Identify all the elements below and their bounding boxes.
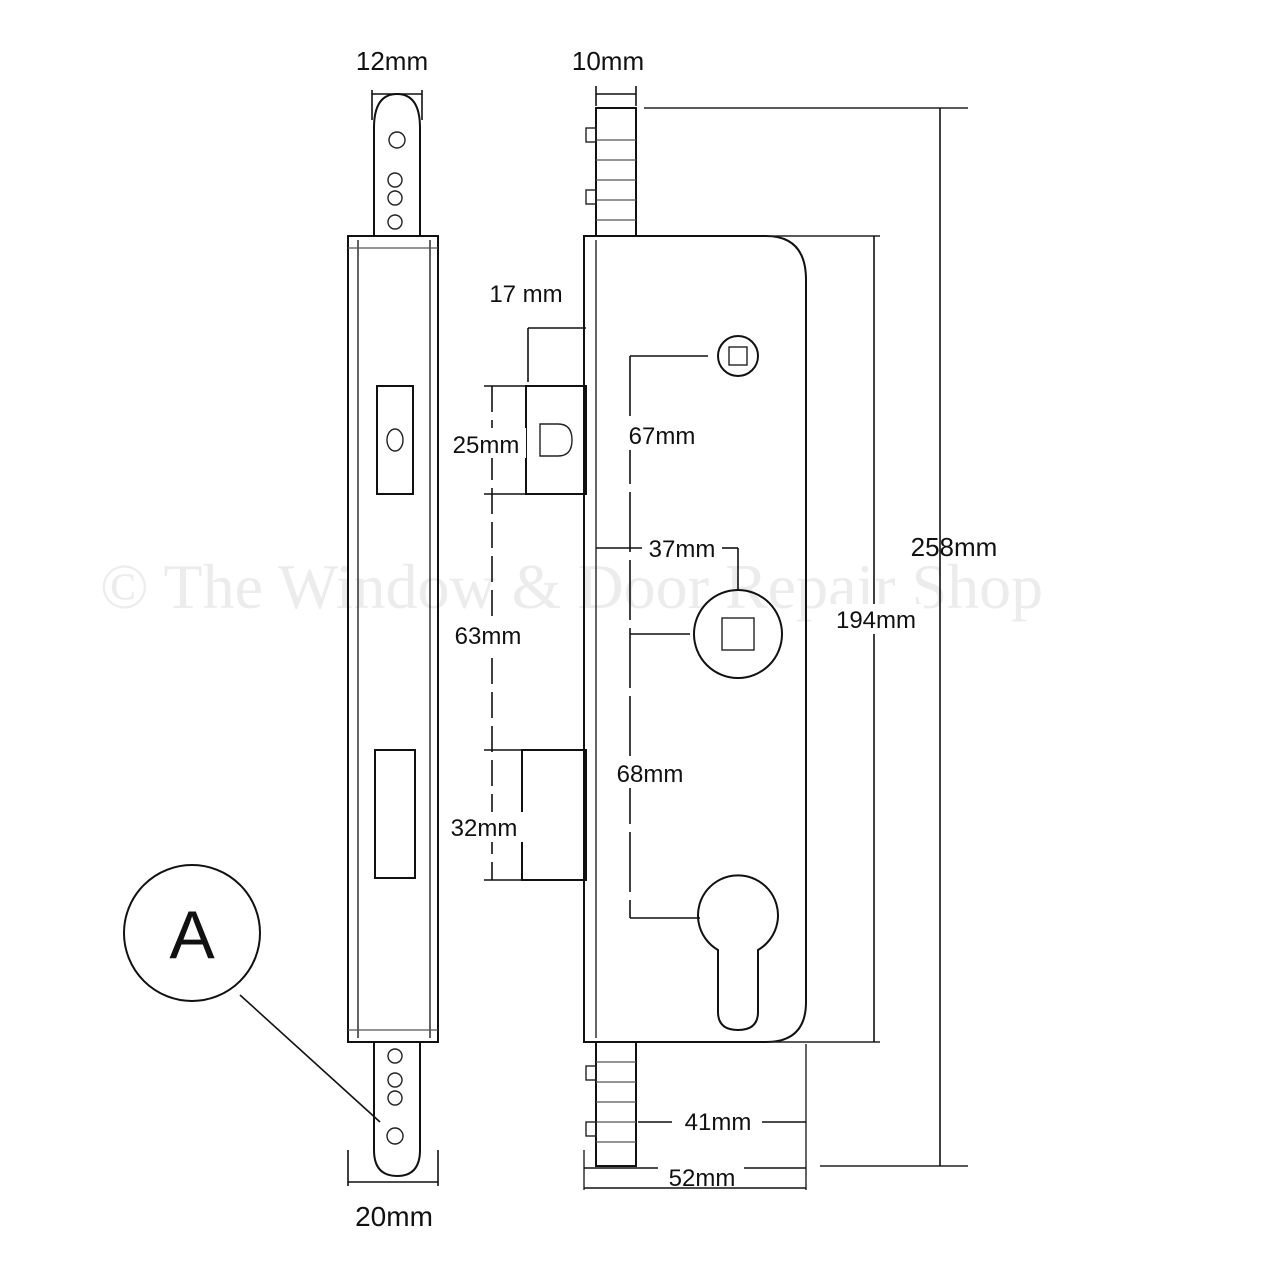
top-rod-hole bbox=[387, 214, 403, 230]
dim-latch-height: 25mm bbox=[453, 432, 520, 459]
spindle-square bbox=[721, 617, 755, 651]
lock-case-dimensions: 10mm 17 mm 25mm 63mm 32mm 67mm 68mm 37mm bbox=[444, 46, 997, 1192]
faceplate-dimensions: 12mm 20mm bbox=[347, 46, 439, 1232]
dim-case-height: 194mm bbox=[836, 607, 916, 634]
dim-overall-height: 258mm bbox=[911, 532, 998, 562]
top-follower-square bbox=[728, 346, 748, 366]
callout-letter: A bbox=[169, 897, 215, 973]
label-mask bbox=[444, 812, 524, 842]
dim-forend-thickness: 10mm bbox=[572, 46, 644, 76]
label-mask bbox=[446, 428, 526, 458]
faceplate-bottom-rod bbox=[373, 1042, 421, 1178]
lock-case-view bbox=[521, 107, 807, 1167]
label-mask bbox=[620, 420, 704, 450]
top-rod-hole bbox=[388, 131, 406, 149]
faceplate-view bbox=[347, 92, 439, 1178]
bottom-rod-hole bbox=[387, 1072, 403, 1088]
dim-spindle-to-top-square: 67mm bbox=[629, 423, 696, 450]
deadbolt bbox=[521, 749, 587, 881]
lock-case-body bbox=[583, 235, 807, 1043]
callout-leader bbox=[239, 994, 381, 1123]
top-follower bbox=[717, 335, 759, 377]
bottom-rod-hole bbox=[387, 1048, 403, 1064]
faceplate-body bbox=[347, 235, 439, 1043]
dim-spindle-to-cylinder: 68mm bbox=[617, 761, 684, 788]
forend-lug bbox=[585, 1065, 597, 1081]
latch-aperture-hole bbox=[386, 428, 404, 452]
dim-backset-cylinder: 41mm bbox=[685, 1109, 752, 1136]
dim-case-depth: 52mm bbox=[669, 1165, 736, 1192]
dim-backset-spindle: 37mm bbox=[649, 536, 716, 563]
forend-top bbox=[595, 107, 637, 237]
dim-deadbolt-height: 32mm bbox=[451, 815, 518, 842]
callout-circle bbox=[123, 864, 261, 1002]
deadbolt-aperture bbox=[374, 749, 416, 879]
cylinder-cutout bbox=[697, 874, 779, 1032]
callout-a: A bbox=[123, 864, 381, 1123]
forend-bottom bbox=[595, 1041, 637, 1167]
bottom-rod-hole bbox=[386, 1127, 404, 1145]
forend-lug bbox=[585, 127, 597, 143]
dim-faceplate-width-bottom: 20mm bbox=[355, 1201, 433, 1232]
top-rod-hole bbox=[387, 172, 403, 188]
latch-slot bbox=[539, 423, 573, 457]
latch-bolt bbox=[525, 385, 587, 495]
label-mask bbox=[828, 604, 924, 634]
latch-aperture bbox=[376, 385, 414, 495]
bottom-rod-hole bbox=[387, 1090, 403, 1106]
top-rod-hole bbox=[387, 190, 403, 206]
forend-lug bbox=[585, 189, 597, 205]
forend-lug bbox=[585, 1121, 597, 1137]
dim-latch-projection: 17 mm bbox=[489, 281, 562, 308]
label-mask bbox=[448, 620, 528, 650]
label-mask bbox=[610, 758, 694, 788]
dim-latch-to-deadbolt: 63mm bbox=[455, 623, 522, 650]
dim-faceplate-width-top: 12mm bbox=[356, 46, 428, 76]
